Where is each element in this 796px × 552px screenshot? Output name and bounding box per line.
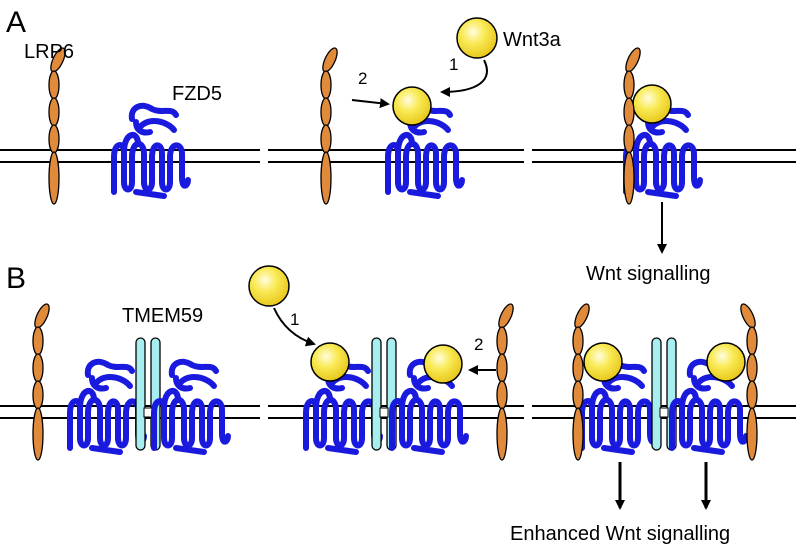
step-1-label: 1 bbox=[449, 55, 458, 74]
step-2-label: 2 bbox=[358, 69, 367, 88]
lrp6-receptor-b2 bbox=[495, 301, 517, 461]
step-1-label-b: 1 bbox=[290, 310, 299, 329]
wnt3a-ligand-bound-b2-right bbox=[423, 344, 463, 384]
panel-b-label: B bbox=[6, 262, 26, 295]
panel-a-label: A bbox=[6, 6, 26, 39]
lrp6-receptor-b1 bbox=[31, 301, 53, 461]
wnt-signalling-label: Wnt signalling bbox=[586, 263, 711, 285]
wnt3a-label: Wnt3a bbox=[503, 29, 562, 51]
step-2-label-b: 2 bbox=[474, 335, 483, 354]
wnt3a-ligand-bound-b3-left bbox=[583, 342, 623, 382]
binding-arrow-step-1-b bbox=[273, 307, 316, 347]
wnt3a-ligand-bound-a3 bbox=[632, 84, 672, 124]
tmem59-label: TMEM59 bbox=[122, 305, 203, 327]
enhanced-wnt-signalling-label: Enhanced Wnt signalling bbox=[510, 523, 730, 545]
wnt3a-ligand-bound-b3-right bbox=[706, 342, 746, 382]
lrp6-receptor-a1 bbox=[47, 45, 69, 205]
binding-arrow-step-1 bbox=[440, 59, 488, 97]
lrp6-receptor-a2 bbox=[319, 45, 341, 205]
wnt3a-ligand-bound-b2-left bbox=[310, 342, 350, 382]
wnt3a-ligand-free bbox=[456, 17, 498, 59]
fzd5-label: FZD5 bbox=[172, 83, 222, 105]
wnt3a-ligand-free-b2 bbox=[248, 265, 290, 307]
lrp6-label: LRP6 bbox=[24, 41, 74, 63]
lrp6-receptor-a3 bbox=[622, 45, 644, 205]
wnt3a-ligand-bound-a2 bbox=[392, 86, 432, 126]
recruit-arrow-step-2 bbox=[351, 98, 390, 109]
